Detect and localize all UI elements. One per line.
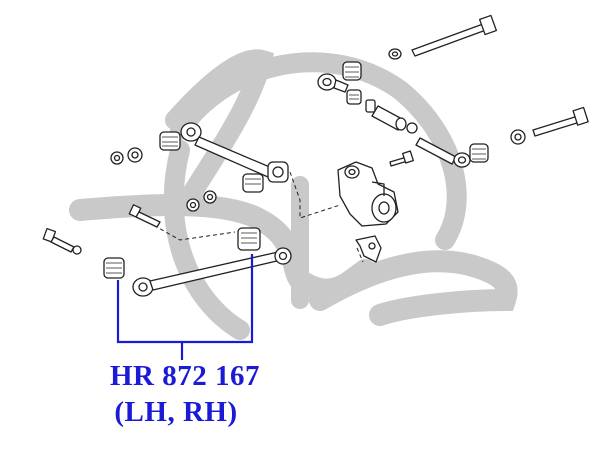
- right-link-arm: [415, 106, 589, 168]
- leader-upper-arm: [289, 171, 341, 219]
- watermark-circle-arc-right: [170, 52, 467, 250]
- upper-right-bushing-group: [317, 61, 418, 134]
- washer-right: [406, 122, 418, 134]
- watermark-swoosh-top: [165, 49, 274, 215]
- side-label: (LH, RH): [114, 396, 238, 428]
- watermark-swoosh-right: [309, 250, 518, 326]
- callout-bracket: [116, 254, 254, 360]
- watermark-circle-arc: [163, 140, 250, 340]
- part-number-label: HR 872 167: [110, 360, 260, 392]
- bolt-lower-left: [42, 227, 82, 255]
- bracket: [355, 235, 382, 263]
- dashed-leaders: [147, 171, 364, 263]
- lower-arm-hr872167: [103, 227, 292, 297]
- parts: [42, 14, 589, 297]
- callout-line: [116, 254, 254, 360]
- leader-lower-arm: [147, 221, 236, 241]
- bolt-center: [128, 204, 161, 228]
- long-bolt-top-right: [388, 14, 498, 60]
- leader-bracket: [356, 247, 364, 263]
- upper-arm-assembly: [110, 122, 289, 212]
- knuckle-hub: [337, 150, 414, 227]
